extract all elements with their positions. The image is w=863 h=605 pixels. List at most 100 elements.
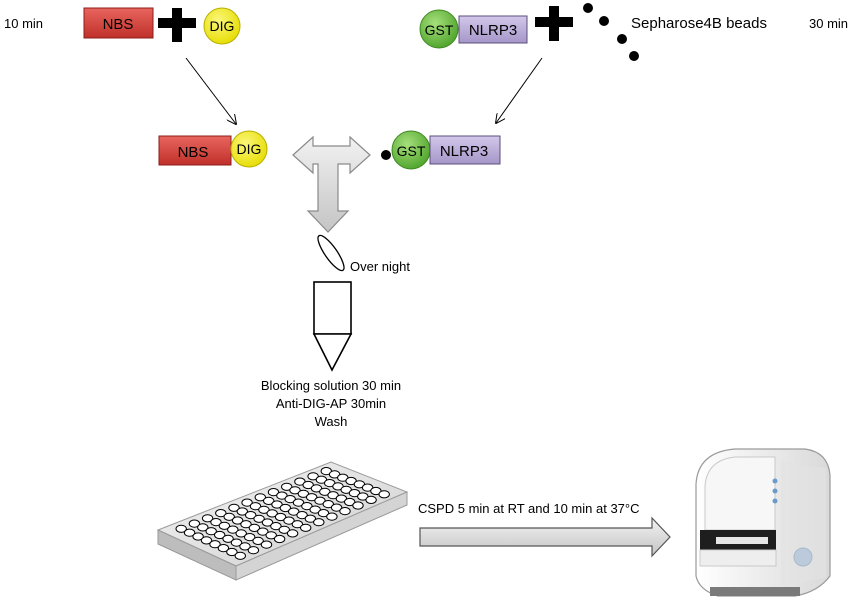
well-grid [175, 467, 390, 560]
plate-well [235, 529, 247, 538]
plate-well [344, 497, 356, 507]
plate-well [291, 520, 304, 529]
plate-well [301, 502, 313, 511]
plus-icon [158, 8, 196, 42]
plate-well [266, 509, 278, 518]
gst-label: GST [397, 143, 426, 159]
step-antibody: Anti-DIG-AP 30min [276, 396, 386, 411]
plate-well [313, 518, 325, 527]
binding-arrow-icon [292, 135, 371, 233]
plate-well [317, 508, 330, 518]
plate-well [175, 524, 187, 533]
microplate-icon [156, 461, 409, 581]
plate-well [260, 540, 273, 549]
plate-well [378, 490, 390, 499]
plate-well [227, 525, 239, 534]
plate-well [247, 546, 260, 555]
plus-icon [535, 6, 573, 41]
arrow-nbs-to-complex [185, 57, 236, 124]
plate-well [228, 503, 240, 512]
plate-well [241, 498, 253, 507]
luminometer-icon [695, 448, 831, 597]
plate-well [286, 529, 299, 538]
plate-well [245, 510, 257, 520]
top-right-reagents: GST NLRP3 Sepharose4B beads [419, 3, 767, 61]
plate-well [230, 538, 243, 547]
plate-well [283, 516, 295, 525]
dig-label: DIG [237, 141, 262, 157]
plate-well [292, 498, 305, 507]
bead-gst-nlrp3-complex: GST NLRP3 [381, 130, 501, 170]
plate-well [231, 516, 244, 525]
nlrp3-box [458, 15, 528, 44]
plate-well [300, 523, 312, 532]
plate-well [209, 540, 221, 549]
dig-circle [230, 130, 268, 168]
dig-label: DIG [210, 18, 235, 34]
plate-well [188, 519, 201, 528]
plate-well [200, 536, 213, 545]
plate-well [267, 488, 280, 497]
plate-well [234, 551, 247, 560]
plate-well [274, 512, 287, 522]
plate-well [306, 493, 318, 502]
plate-well [239, 542, 251, 551]
plate-well [271, 500, 283, 509]
plate-well [254, 493, 266, 502]
plate-well [309, 505, 321, 514]
plate-well [223, 512, 235, 521]
plate-well [289, 486, 301, 495]
plate-well [288, 507, 300, 516]
plate-well [279, 503, 292, 513]
overnight-label: Over night [350, 259, 410, 274]
plate-well [197, 523, 209, 532]
beads-label: Sepharose4B beads [631, 15, 767, 32]
tube-icon [312, 281, 353, 372]
plate-well [192, 532, 204, 541]
plate-well [257, 527, 269, 536]
gst-label: GST [425, 22, 454, 38]
arrow-nlrp3-to-complex [496, 57, 543, 123]
plate-well [281, 482, 293, 491]
plate-well [252, 536, 264, 546]
time-label-left: 10 min [4, 16, 43, 31]
nbs-dig-complex: NBS DIG [158, 130, 268, 168]
dig-circle [203, 7, 241, 45]
nbs-label: NBS [178, 144, 209, 161]
step-blocking: Blocking solution 30 min [261, 378, 401, 393]
plate-well [215, 508, 227, 518]
plate-well [276, 491, 288, 500]
sepharose-beads-icon [583, 3, 639, 61]
detection-arrow-icon [419, 516, 671, 558]
plate-well [226, 547, 238, 557]
nlrp3-label: NLRP3 [440, 143, 488, 160]
plate-well [244, 533, 256, 542]
plate-well [278, 525, 290, 534]
plate-well [248, 523, 261, 533]
plate-well [339, 507, 351, 516]
plate-well [273, 534, 286, 544]
plate-well [263, 496, 275, 505]
plate-well [352, 501, 364, 510]
plate-well [253, 514, 265, 523]
plate-well [322, 500, 334, 509]
time-label-right: 30 min [809, 16, 848, 31]
plate-well [236, 507, 249, 516]
plate-well [304, 514, 317, 523]
plate-well [214, 530, 226, 540]
plate-well [270, 522, 282, 531]
plate-well [326, 512, 338, 521]
top-left-reagents: NBS DIG [83, 7, 241, 45]
plate-well [265, 531, 277, 540]
gst-circle [419, 9, 459, 49]
nlrp3-label: NLRP3 [469, 22, 517, 39]
bead-icon [381, 150, 391, 160]
plate-well [201, 514, 214, 523]
step-wash: Wash [315, 414, 348, 429]
plate-well [222, 534, 234, 543]
nbs-box [83, 7, 154, 39]
plate-well [240, 520, 252, 529]
plate-well [258, 505, 270, 514]
nbs-label: NBS [103, 16, 134, 33]
